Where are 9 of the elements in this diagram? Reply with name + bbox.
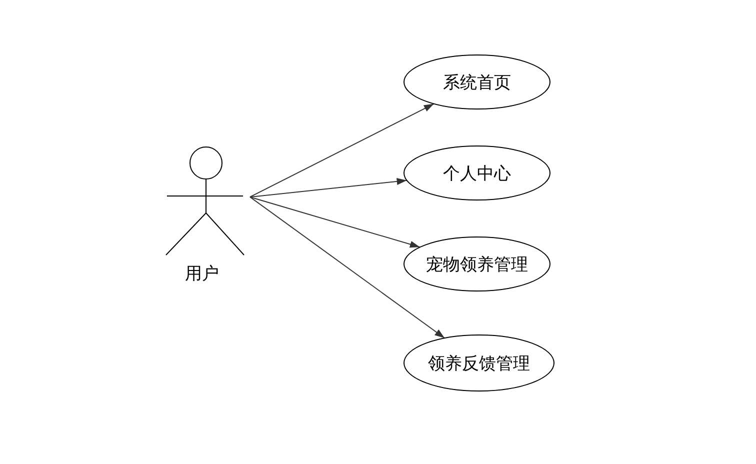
use-case-label: 领养反馈管理 [427,353,531,375]
arrow [250,196,420,248]
use-case-label: 系统首页 [442,72,512,94]
arrow [250,103,434,198]
use-case-label: 宠物领养管理 [425,254,529,276]
arrow [250,178,408,198]
arrow [250,196,446,339]
use-case-label: 个人中心 [442,163,512,185]
actor-name: 用户 [184,263,220,285]
